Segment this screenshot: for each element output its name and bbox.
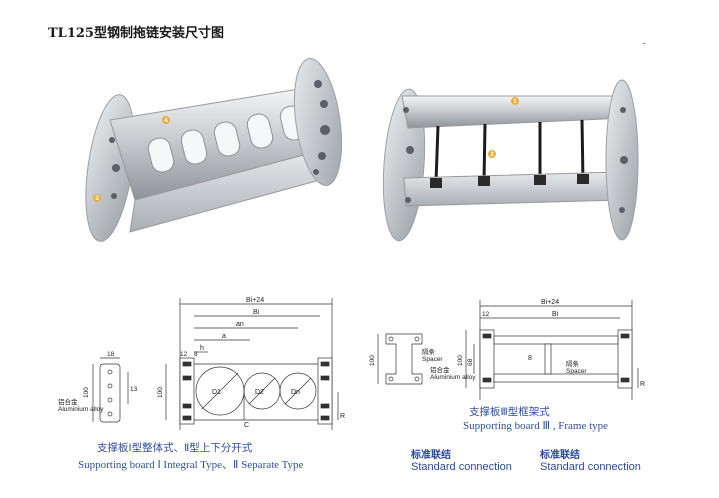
marker-4 bbox=[162, 116, 170, 124]
frame-link-photo bbox=[382, 79, 639, 242]
page-title: TL125型钢制拖链安装尺寸图 bbox=[48, 26, 224, 41]
marker-3-label: 3 bbox=[95, 196, 99, 202]
frame-front-view bbox=[465, 300, 639, 400]
frame-dim-bi: Bi bbox=[552, 311, 559, 318]
dim-an: an bbox=[236, 321, 244, 328]
integral-caption-en: Supporting board Ⅰ Integral Type、Ⅱ Separ… bbox=[78, 459, 304, 471]
integral-caption-cn: 支撑板Ⅰ型整体式、Ⅱ型上下分开式 bbox=[97, 443, 253, 454]
material-cn-1: 铝合金 bbox=[58, 397, 78, 406]
frame-dim-bi-24: Bi+24 bbox=[541, 299, 559, 306]
dim-8: 8 bbox=[194, 351, 198, 358]
side-dim-100: 100 bbox=[83, 387, 90, 398]
frame-side-view bbox=[377, 333, 423, 385]
hole-dn: Dn bbox=[291, 389, 300, 396]
frame-dim-12: 12 bbox=[482, 311, 490, 318]
dim-12: 12 bbox=[180, 351, 188, 358]
dim-r-1: R bbox=[340, 413, 345, 420]
marker-2 bbox=[488, 150, 496, 158]
spacer-en: Spacer bbox=[422, 356, 443, 363]
marker-2-label: 2 bbox=[490, 152, 494, 158]
integral-link-photo bbox=[85, 58, 343, 242]
hole-d1: D1 bbox=[212, 389, 221, 396]
material-cn-2: 铝合金 bbox=[430, 365, 450, 374]
standard-connection-cn-1: 标准联结 bbox=[411, 450, 451, 461]
standard-connection-en-1: Standard connection bbox=[411, 461, 512, 473]
marker-1-label: 1 bbox=[513, 99, 517, 105]
frame-caption-cn: 支撑板Ⅲ型框架式 bbox=[469, 407, 550, 418]
spacer-cn: 隔条 bbox=[422, 347, 436, 356]
frame-dim-68: 68 bbox=[467, 358, 474, 366]
marker-3 bbox=[93, 194, 101, 202]
material-en-2: Aluminium alloy bbox=[430, 374, 476, 381]
side-dim-13: 13 bbox=[130, 386, 138, 393]
integral-front-view bbox=[165, 298, 339, 430]
frame-caption-en: Supporting board Ⅲ , Frame type bbox=[463, 420, 609, 432]
dim-a: a bbox=[222, 333, 226, 340]
dim-h: h bbox=[200, 345, 204, 352]
dim-bi-24: Bi+24 bbox=[246, 297, 264, 304]
spacer2-cn: 隔条 bbox=[566, 359, 580, 368]
standard-connection-en-2: Standard connection bbox=[540, 461, 641, 473]
material-en-1: Aluminium alloy bbox=[58, 406, 104, 413]
dim-bi: Bi bbox=[253, 309, 260, 316]
frame-side-100: 100 bbox=[369, 355, 376, 366]
dim-r-2: R bbox=[640, 381, 645, 388]
dim-c: C bbox=[244, 422, 249, 429]
frame-dim-8: 8 bbox=[528, 355, 532, 362]
marker-4-label: 4 bbox=[164, 118, 168, 124]
spacer2-en: Spacer bbox=[566, 368, 587, 375]
standard-connection-cn-2: 标准联结 bbox=[540, 450, 580, 461]
corner-mark: ˇ bbox=[643, 42, 646, 51]
side-dim-18: 18 bbox=[107, 351, 115, 358]
hole-d2: D2 bbox=[255, 389, 264, 396]
marker-1 bbox=[511, 97, 519, 105]
integral-side-view bbox=[92, 357, 129, 423]
front-dim-100: 100 bbox=[157, 387, 164, 398]
frame-dim-100: 100 bbox=[457, 355, 464, 366]
